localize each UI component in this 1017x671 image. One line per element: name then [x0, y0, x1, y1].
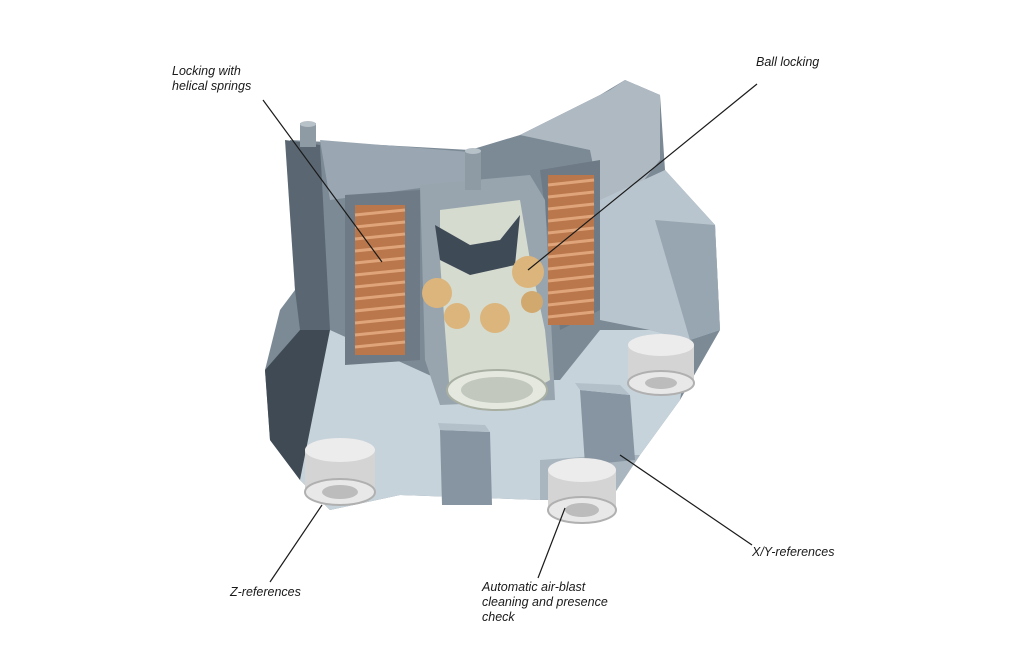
leader-z-references [269, 504, 323, 583]
leader-ball-locking [527, 83, 758, 271]
z-reference-stud-left [304, 438, 376, 506]
center-sleeve [435, 200, 550, 411]
callout-helical-springs: Locking with helical springs [172, 64, 252, 93]
leader-lines [262, 83, 758, 583]
helical-spring-right [547, 175, 595, 325]
leader-xy-references [619, 454, 753, 546]
xy-reference-blocks [438, 383, 635, 505]
helical-spring-left [354, 205, 406, 355]
z-reference-stud-center [547, 458, 617, 524]
z-reference-stud-right [627, 334, 695, 396]
callout-z-references: Z-references [230, 585, 301, 599]
leader-air-blast [537, 507, 566, 579]
locking-balls [422, 256, 544, 333]
callout-air-blast: Automatic air-blast cleaning and presenc… [482, 580, 608, 624]
callout-ball-locking: Ball locking [756, 55, 820, 69]
callout-xy-references: X/Y-references [752, 545, 835, 559]
top-pins [300, 121, 481, 190]
leader-helical-springs [262, 99, 383, 263]
